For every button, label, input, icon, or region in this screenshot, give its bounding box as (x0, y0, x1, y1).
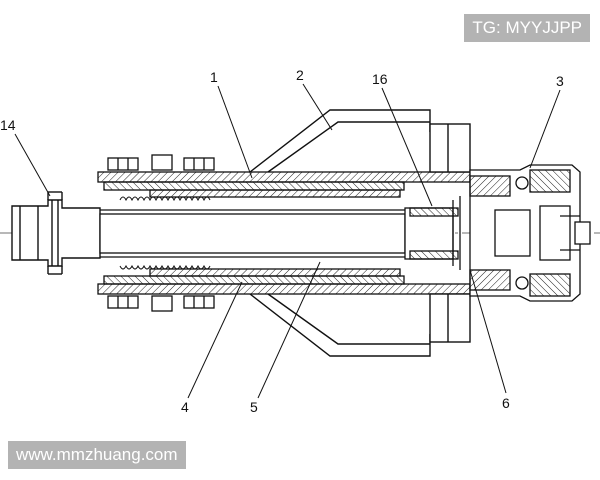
outer-sleeve (97, 171, 471, 295)
inner-pipe (99, 209, 406, 258)
watermark-bottom-left: www.mmzhuang.com (8, 441, 186, 469)
callout-label-1: 1 (210, 69, 218, 85)
bottom-bolts (107, 295, 215, 312)
top-bolts (107, 154, 215, 171)
leader-lines (14, 83, 561, 399)
callout-label-5: 5 (250, 399, 258, 415)
callout-label-6: 6 (502, 395, 510, 411)
watermark-top-right: TG: MYYJJPP (464, 14, 590, 42)
callout-label-14: 14 (0, 117, 16, 133)
spring-upper (119, 196, 211, 202)
sliding-sleeve (404, 196, 461, 270)
left-tube-fitting (11, 191, 101, 275)
flared-bracket (249, 109, 471, 357)
right-coupling (469, 164, 591, 302)
callout-label-4: 4 (181, 399, 189, 415)
spring-lower (119, 264, 211, 270)
callout-label-2: 2 (296, 67, 304, 83)
callout-label-3: 3 (556, 73, 564, 89)
callout-label-16: 16 (372, 71, 388, 87)
